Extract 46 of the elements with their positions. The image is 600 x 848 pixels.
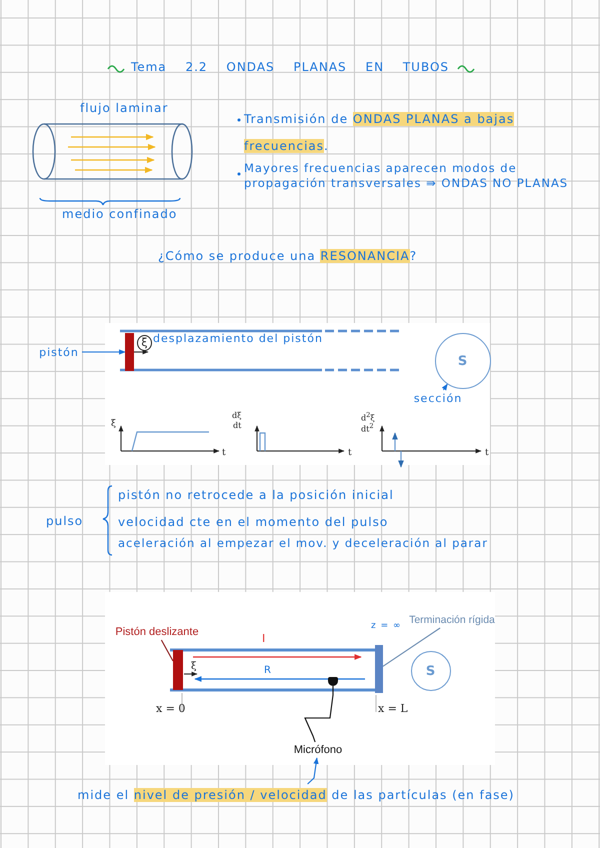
- handwritten-note: flujo laminar: [80, 100, 168, 117]
- axis-label: t: [348, 447, 352, 459]
- axis-label: t: [485, 447, 489, 459]
- handwritten-note: medio confinado: [62, 206, 178, 223]
- rigid-end-cap: [375, 645, 383, 693]
- signal-label: R: [264, 664, 272, 677]
- section-label: S: [426, 664, 436, 678]
- note-text: mide el nivel de presión / velocidad de las partículas (en fase): [78, 788, 514, 802]
- axis-label: dξ: [232, 410, 242, 421]
- axis-label: x = 0: [156, 702, 186, 716]
- axis-label: t: [222, 447, 226, 459]
- bullet-text: Mayores frecuencias aparecen modos de propagación transversales ⇛ ONDAS NO PLANAS: [244, 161, 570, 190]
- circled-symbol: ξ: [137, 335, 152, 351]
- title: Tema 2.2 ONDAS PLANAS EN TUBOS: [130, 59, 450, 76]
- axis-label: dt$^{2}$: [361, 422, 374, 435]
- handwritten-note: desplazamiento del pistón: [153, 332, 323, 346]
- section-label: S: [458, 354, 468, 368]
- signal-label: I: [262, 632, 266, 646]
- bullet-text: Transmisión de ONDAS PLANAS a bajas frecuencias.: [244, 111, 516, 155]
- piston: [173, 650, 183, 690]
- handwritten-note: pulso: [46, 513, 84, 530]
- note-text: Pistón deslizante: [115, 626, 199, 638]
- axis-label: dt: [233, 420, 242, 431]
- microphone-cable: [304, 686, 334, 742]
- handwritten-note: velocidad cte en el momento del pulso: [118, 514, 388, 531]
- piston: [125, 333, 134, 371]
- axis-label: ξ: [111, 418, 116, 430]
- note-text: Micrófono: [294, 744, 342, 756]
- handwritten-note: pistón no retrocede a la posición inicial: [118, 487, 394, 504]
- handwritten-note: z = ∞: [371, 620, 402, 632]
- arrow: [442, 384, 448, 391]
- cross-section-circle: [411, 651, 451, 691]
- note-text: pistón: [39, 346, 79, 358]
- microphone-icon: [328, 677, 338, 686]
- note-text: sección: [414, 392, 462, 404]
- arrow: [307, 757, 319, 784]
- axis-label: x = L: [378, 702, 408, 716]
- question-text: ¿Cómo se produce una RESONANCIA?: [158, 248, 418, 265]
- axis-label: d$^{2}$ξ: [361, 410, 375, 423]
- axis-label: ξ: [191, 660, 197, 673]
- cross-section-circle: [435, 333, 491, 389]
- leader-line: [382, 628, 440, 667]
- note-text: Terminación rígida: [409, 614, 495, 626]
- leader-line: [160, 640, 174, 662]
- handwritten-note: aceleración al empezar el mov. y deceleración al parar: [118, 536, 488, 550]
- arrow: [82, 349, 126, 355]
